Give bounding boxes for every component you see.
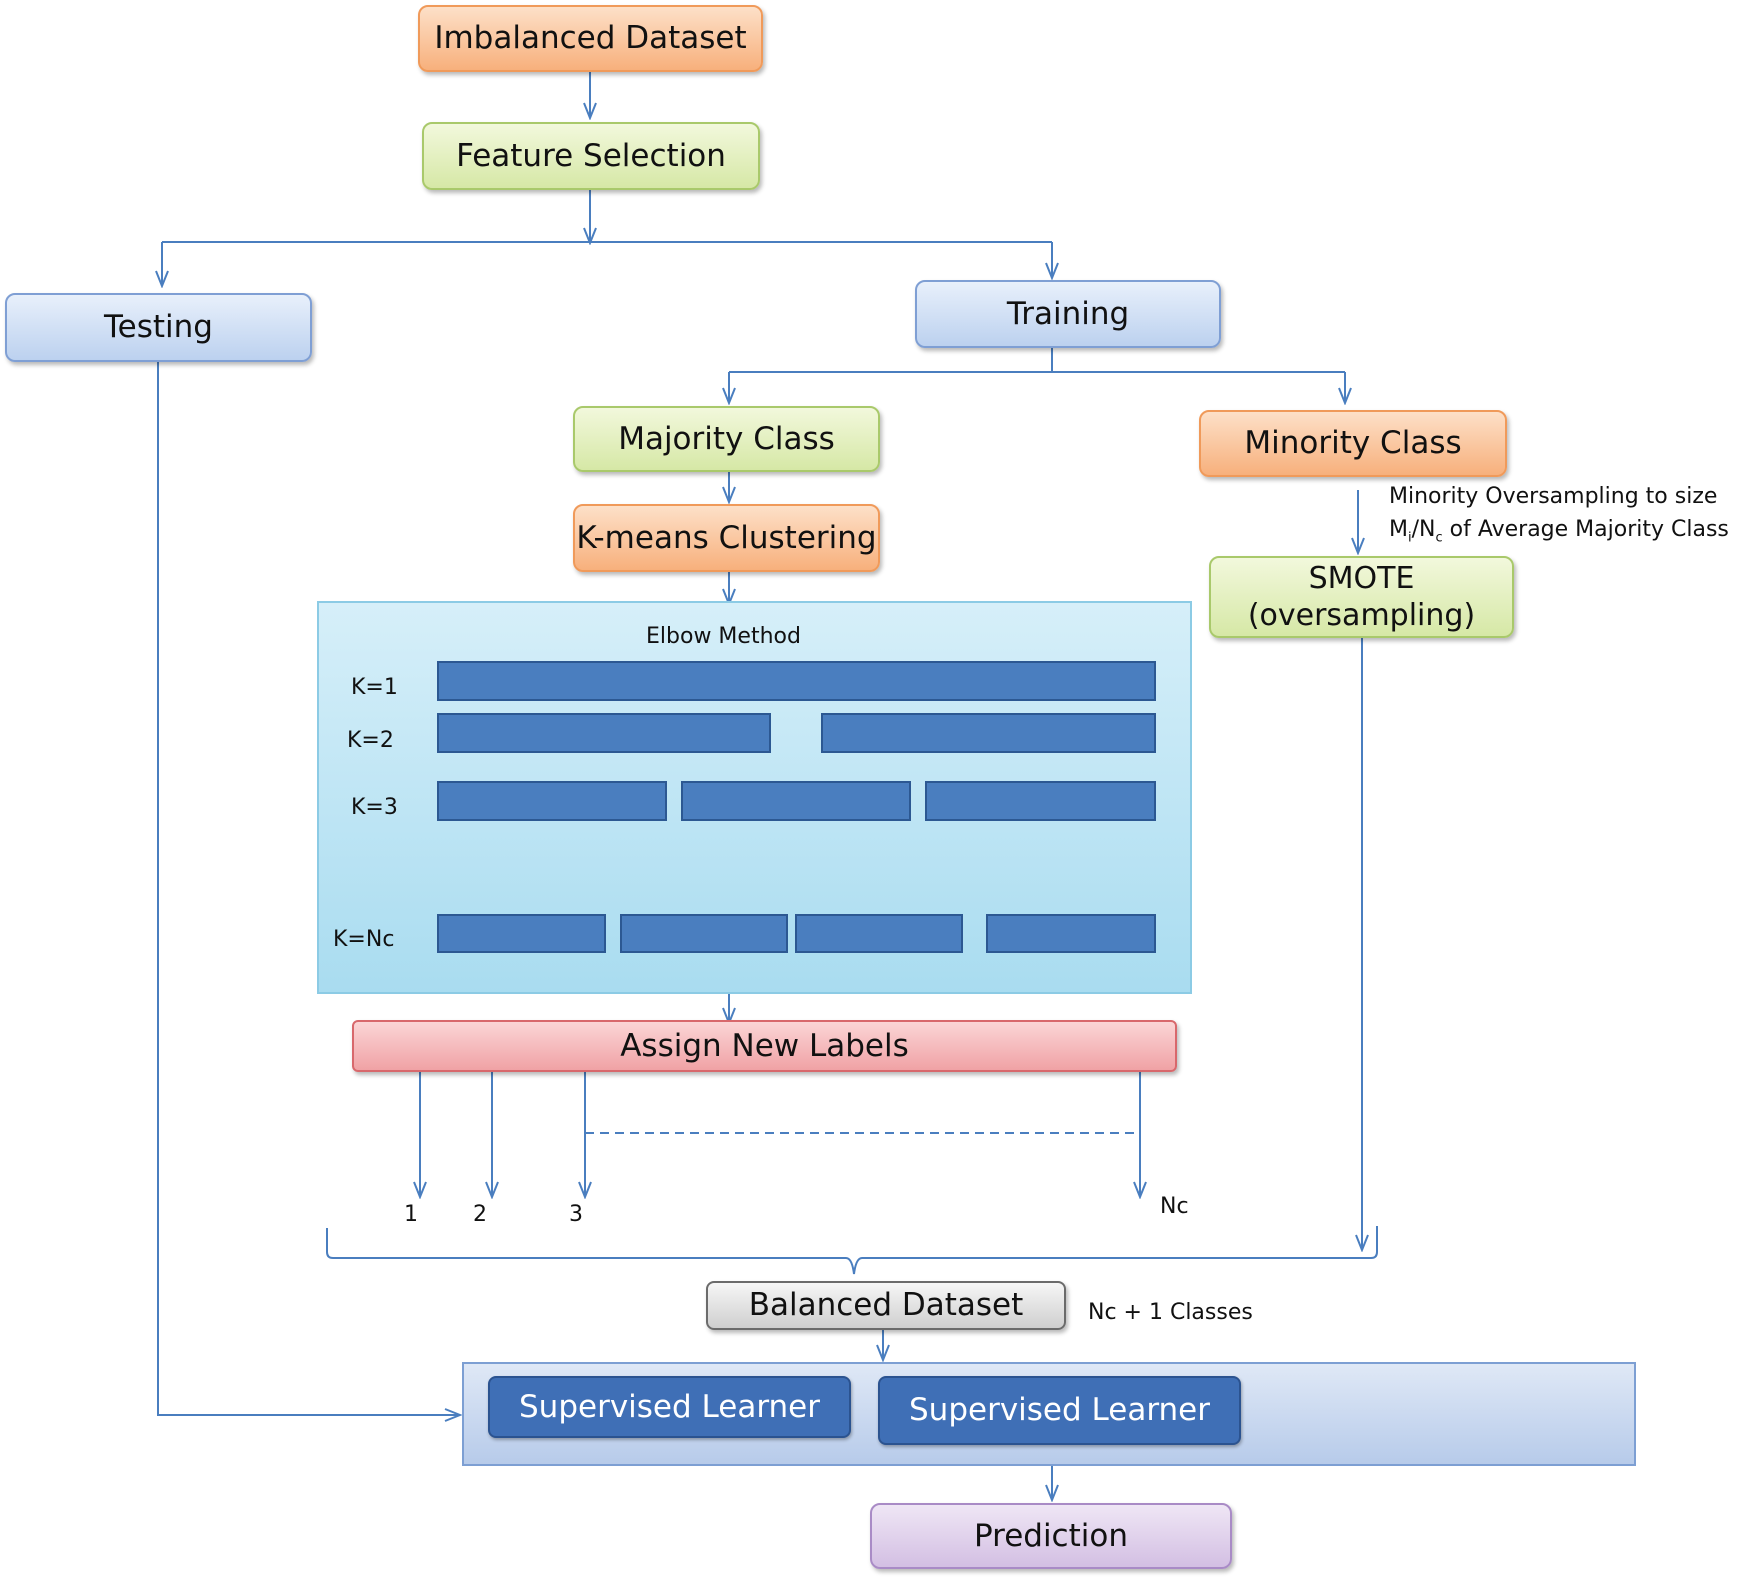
elbow-bar-k2-cluster-1 xyxy=(437,713,771,753)
note-sub-i: i xyxy=(1407,530,1412,546)
elbow-row-label-knc: K=Nc xyxy=(333,927,395,952)
oversampling-note-line-1: Minority Oversampling to size xyxy=(1389,484,1718,509)
classes-note: Nc + 1 Classes xyxy=(1088,1300,1253,1325)
elbow-bar-knc-cluster-3 xyxy=(795,914,963,953)
node-balanced-dataset: Balanced Dataset xyxy=(706,1281,1066,1330)
node-majority-class: Majority Class xyxy=(573,406,880,472)
arrow-testing-to-learners xyxy=(157,362,460,1415)
node-imbalanced-dataset: Imbalanced Dataset xyxy=(418,5,763,72)
note-m: M xyxy=(1389,517,1408,542)
elbow-bar-k3-cluster-1 xyxy=(437,781,667,821)
elbow-bar-k2-cluster-2 xyxy=(821,713,1156,753)
label-output-1: 1 xyxy=(404,1202,418,1227)
elbow-bar-k3-cluster-2 xyxy=(681,781,911,821)
node-label-line-2: (oversampling) xyxy=(1247,598,1476,633)
note-sub-c: c xyxy=(1435,530,1443,546)
node-label: Imbalanced Dataset xyxy=(434,20,747,57)
node-training: Training xyxy=(915,280,1221,348)
node-label: Balanced Dataset xyxy=(748,1287,1024,1324)
node-label: Supervised Learner xyxy=(909,1392,1210,1429)
elbow-method-title: Elbow Method xyxy=(646,624,801,649)
elbow-row-label-k1: K=1 xyxy=(351,675,398,700)
elbow-bar-k3-cluster-3 xyxy=(925,781,1156,821)
note-suffix: of Average Majority Class xyxy=(1442,517,1729,542)
node-label: Supervised Learner xyxy=(519,1388,820,1425)
elbow-bar-k1-cluster-1 xyxy=(437,661,1156,701)
node-feature-selection: Feature Selection xyxy=(422,122,760,190)
node-smote: SMOTE (oversampling) xyxy=(1209,556,1514,638)
elbow-bar-knc-cluster-2 xyxy=(620,914,788,953)
node-label: Assign New Labels xyxy=(620,1027,909,1064)
node-assign-new-labels: Assign New Labels xyxy=(352,1020,1177,1072)
node-label: K-means Clustering xyxy=(576,519,877,556)
node-minority-class: Minority Class xyxy=(1199,410,1507,477)
elbow-bar-knc-cluster-4 xyxy=(986,914,1156,953)
node-supervised-learner-1: Supervised Learner xyxy=(488,1376,851,1438)
node-testing: Testing xyxy=(5,293,312,362)
node-label: Prediction xyxy=(973,1517,1128,1554)
node-label: Majority Class xyxy=(618,420,835,457)
label-output-2: 2 xyxy=(473,1202,487,1227)
node-label: Testing xyxy=(104,309,213,346)
node-label: Training xyxy=(1006,295,1130,332)
label-output-3: 3 xyxy=(569,1202,583,1227)
label-output-nc: Nc xyxy=(1160,1194,1189,1219)
elbow-bar-knc-cluster-1 xyxy=(437,914,606,953)
node-kmeans-clustering: K-means Clustering xyxy=(573,504,880,572)
oversampling-note-line-2: Mi/Nc of Average Majority Class xyxy=(1389,517,1729,545)
node-label: Minority Class xyxy=(1244,425,1462,462)
node-prediction: Prediction xyxy=(870,1503,1232,1569)
note-n: /N xyxy=(1411,517,1436,542)
node-label: Feature Selection xyxy=(456,137,726,174)
node-label-line-1: SMOTE xyxy=(1308,560,1415,596)
merge-brace xyxy=(326,1226,1378,1275)
elbow-row-label-k2: K=2 xyxy=(347,728,394,753)
node-supervised-learner-2: Supervised Learner xyxy=(878,1376,1241,1445)
elbow-row-label-k3: K=3 xyxy=(351,795,398,820)
